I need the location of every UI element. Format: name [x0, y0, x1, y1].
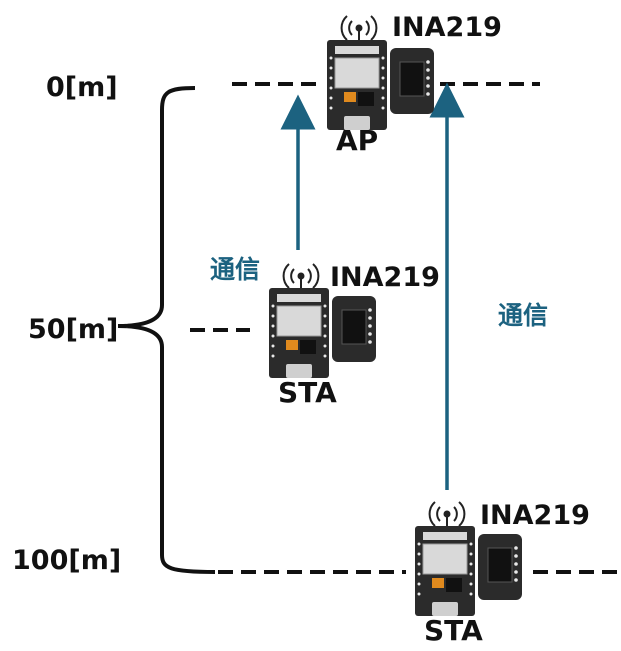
ina219-module-icon: [390, 48, 434, 114]
wifi-icon: [342, 16, 377, 40]
distance-label-100m: 100[m]: [12, 545, 121, 576]
ina219-module-icon: [332, 296, 376, 362]
distance-label-50m: 50[m]: [28, 314, 118, 345]
role-label-sta-100m: STA: [424, 614, 483, 647]
role-label-sta-50m: STA: [278, 376, 337, 409]
ina219-module-icon: [478, 534, 522, 600]
chip-label-sta-50m: INA219: [330, 262, 440, 293]
chip-label-ap: INA219: [392, 12, 502, 43]
comm-label-sta50-to-ap: 通信: [210, 250, 260, 286]
wifi-icon: [284, 264, 319, 288]
distance-label-0m: 0[m]: [46, 72, 118, 103]
role-label-ap: AP: [336, 124, 378, 157]
wifi-icon: [430, 502, 465, 526]
comm-label-sta100-to-ap: 通信: [498, 296, 548, 332]
chip-label-sta-100m: INA219: [480, 500, 590, 531]
